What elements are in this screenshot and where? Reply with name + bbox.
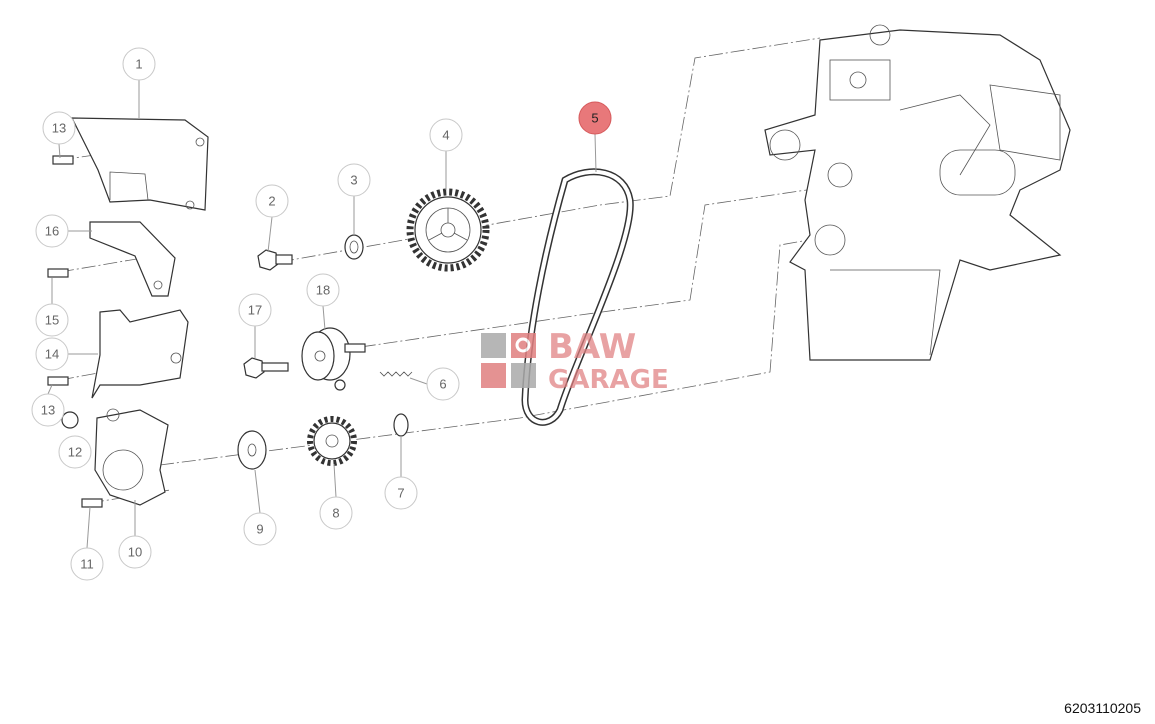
bolt-17 [243,357,289,379]
washer-7 [393,413,409,437]
callout-8[interactable]: 8 [319,496,353,530]
callout-2[interactable]: 2 [255,184,289,218]
callout-14[interactable]: 14 [35,337,69,371]
crankshaft-gear-8 [307,416,357,466]
bracket-16 [89,221,176,297]
svg-text:12: 12 [68,445,82,460]
svg-text:7: 7 [397,486,404,501]
svg-text:8: 8 [332,506,339,521]
callout-9[interactable]: 9 [243,512,277,546]
svg-text:13: 13 [41,403,55,418]
logo-text-garage: GARAGE [548,365,669,395]
camshaft-pulley-4 [406,188,490,272]
logo-text-baw: BAW [548,327,636,367]
tensioner-18 [301,327,366,391]
svg-text:6: 6 [439,377,446,392]
svg-text:15: 15 [45,313,59,328]
callout-6[interactable]: 6 [426,367,460,401]
timing-cover-upper [71,117,209,211]
washer-3 [344,234,364,260]
spring-6 [379,371,413,377]
svg-text:11: 11 [80,557,94,572]
callout-13[interactable]: 13 [42,111,76,145]
engine-block [764,24,1071,361]
svg-text:17: 17 [248,303,262,318]
svg-text:4: 4 [442,128,449,143]
svg-text:16: 16 [45,224,59,239]
plug-12 [61,411,79,429]
callout-4[interactable]: 4 [429,118,463,152]
callout-lines [47,80,597,549]
callout-1[interactable]: 1 [122,47,156,81]
drawing-number: 6203110205 [1064,700,1141,716]
callout-3[interactable]: 3 [337,163,371,197]
timing-cover-middle [91,309,189,399]
callout-12[interactable]: 12 [58,435,92,469]
callout-7[interactable]: 7 [384,476,418,510]
bolts [47,155,103,508]
callout-11[interactable]: 11 [70,547,104,581]
svg-text:1: 1 [135,57,142,72]
svg-text:18: 18 [316,283,330,298]
svg-text:9: 9 [256,522,263,537]
callout-5-highlighted[interactable]: 5 [578,101,612,135]
callout-17[interactable]: 17 [238,293,272,327]
svg-text:13: 13 [52,121,66,136]
svg-text:2: 2 [268,194,275,209]
bolt-2 [257,249,293,271]
baw-garage-logo: BAW GARAGE [481,327,669,395]
svg-text:3: 3 [350,173,357,188]
washer-9 [237,430,267,470]
timing-cover-lower [94,408,169,506]
callout-16[interactable]: 16 [35,214,69,248]
svg-text:5: 5 [591,111,598,126]
callout-15[interactable]: 15 [35,303,69,337]
callout-10[interactable]: 10 [118,535,152,569]
callout-13b[interactable]: 13 [31,393,65,427]
svg-text:10: 10 [128,545,142,560]
timing-belt-5 [521,168,634,426]
svg-text:14: 14 [45,347,59,362]
callout-18[interactable]: 18 [306,273,340,307]
